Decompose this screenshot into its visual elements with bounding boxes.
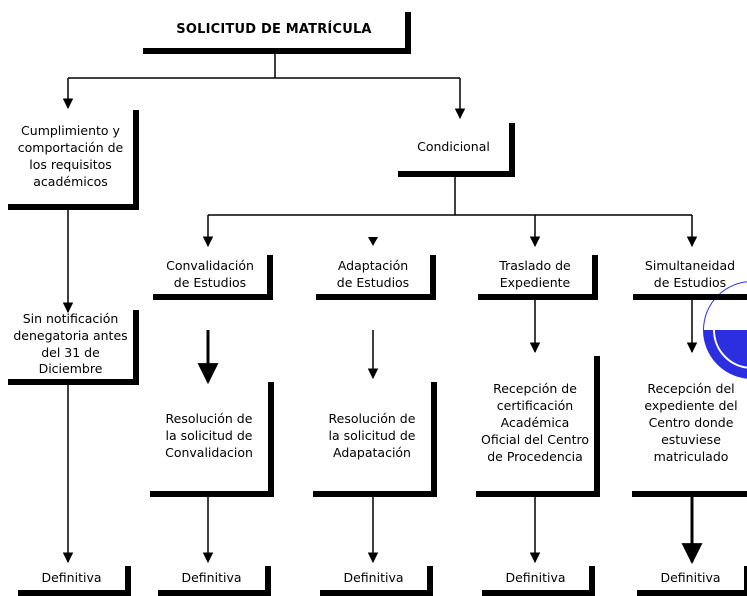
node-simultaneidad: Simultaneidad de Estudios [633,255,747,300]
node-definitiva-4: Definitiva [482,566,595,596]
node-traslado: Traslado de Expediente [478,255,598,300]
node-resolucion-adaptacion: Resolución de la solicitud de Adapatació… [313,382,437,497]
node-sin-notificacion: Sin notificación denegatoria antes del 3… [8,310,139,385]
node-adaptacion: Adaptación de Estudios [316,255,436,300]
node-cumplimiento: Cumplimiento y comportación de los requi… [8,110,139,210]
node-recepcion-certificacion: Recepción de certificación Académica Ofi… [476,356,600,497]
node-definitiva-3: Definitiva [320,566,433,596]
node-definitiva-5: Definitiva [637,566,747,596]
node-recepcion-expediente: Recepción del expediente del Centro dond… [632,356,747,497]
node-definitiva-2: Definitiva [158,566,271,596]
node-definitiva-1: Definitiva [18,566,131,596]
node-condicional: Condicional [398,123,515,177]
title-box: SOLICITUD DE MATRÍCULA [143,12,411,54]
node-convalidacion: Convalidación de Estudios [153,255,273,300]
arrowhead-adaptacion [368,237,378,246]
badge-icon [703,281,747,379]
node-resolucion-convalidacion: Resolución de la solicitud de Convalidac… [150,382,274,497]
